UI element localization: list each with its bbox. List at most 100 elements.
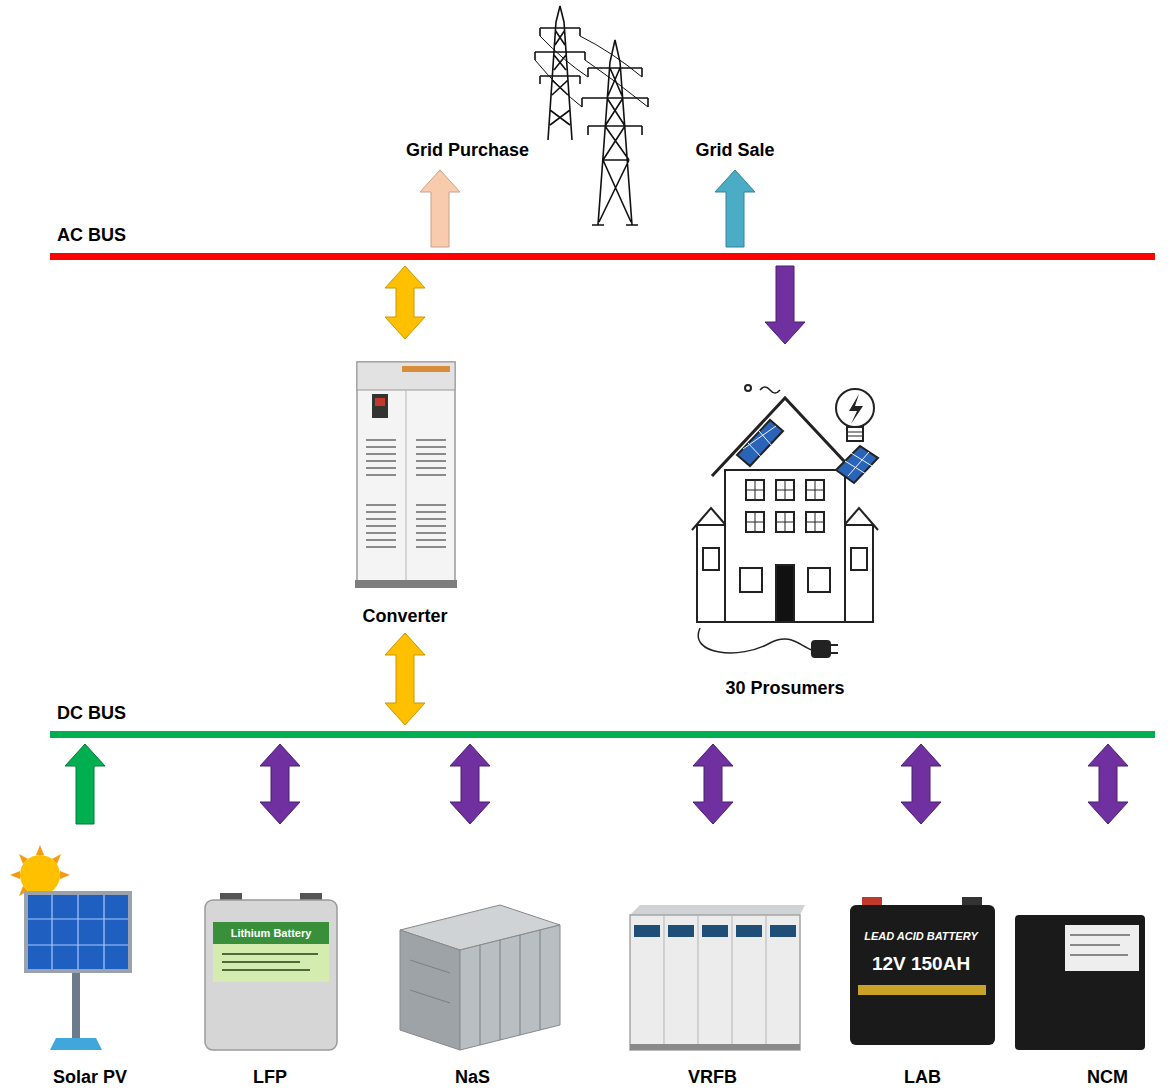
vrfb-battery-icon-part: [630, 1044, 800, 1050]
battery-brand-text: Lithium Battery: [231, 927, 312, 939]
solar-pv-icon-part: [72, 973, 80, 1039]
house-icon-part: [836, 389, 874, 427]
converter-cabinet-part: [357, 362, 455, 390]
power-flow-arrow: [385, 633, 425, 725]
power-flow-arrow: [765, 266, 805, 344]
converter-node: Converter: [340, 345, 470, 627]
solar-pv-node: Solar PV: [20, 830, 160, 1088]
power-flow-arrow: [260, 744, 300, 824]
node-caption: 30 Prosumers: [725, 678, 844, 699]
vrfb-battery-icon-part: [736, 925, 762, 937]
house-icon-part: [740, 568, 762, 592]
house-icon-part: [847, 432, 863, 436]
converter-cabinet-part: [406, 390, 407, 580]
solar-pv-icon-part: [28, 895, 128, 969]
battery-type-text: LEAD ACID BATTERY: [864, 930, 977, 942]
bus-label: AC BUS: [57, 225, 126, 246]
house-icon-part: [847, 427, 863, 441]
house-icon-part: [725, 470, 845, 622]
nas-battery-icon-part: [410, 930, 540, 1045]
converter-cabinet: [355, 362, 457, 588]
house-icon-part: [776, 565, 794, 622]
house-icon: [692, 385, 878, 657]
power-flow-arrow: [693, 744, 733, 824]
power-flow-arrow: [385, 266, 425, 339]
lfp-battery-icon: [205, 893, 337, 1050]
node-caption: Grid Sale: [695, 140, 774, 161]
nas-battery-icon-part: [460, 925, 560, 1050]
lab-battery-icon-part: [858, 985, 986, 995]
ac-bus: AC BUS: [50, 253, 1155, 260]
house-icon-part: [760, 387, 780, 393]
transmission-tower: [535, 6, 648, 225]
vrfb-battery-icon-part: [770, 925, 796, 937]
power-flow-arrow: [715, 170, 755, 247]
bus-label: DC BUS: [57, 703, 126, 724]
house-icon-part: [836, 446, 878, 483]
grid-purchase-label-box: Grid Purchase: [401, 136, 535, 164]
converter-cabinet-part: [372, 394, 388, 418]
nas-battery-icon: [400, 905, 560, 1050]
vrfb-node: VRFB: [625, 830, 800, 1088]
dc-bus: DC BUS: [50, 731, 1155, 738]
vrfb-battery-icon-part: [702, 925, 728, 937]
ncm-node: NCM: [1045, 830, 1170, 1088]
ncm-battery-icon: [1015, 915, 1145, 1050]
transmission-tower-part: [582, 40, 648, 225]
node-caption: LFP: [253, 1067, 287, 1088]
house-icon-part: [845, 525, 873, 622]
house-icon-part: [743, 426, 776, 458]
node-caption: VRFB: [688, 1067, 737, 1088]
house-icon-part: [703, 548, 719, 570]
vrfb-battery-icon-part: [634, 925, 660, 937]
node-caption: Converter: [362, 606, 447, 627]
power-flow-arrow: [65, 744, 105, 824]
solar-pv-icon-part: [20, 855, 60, 895]
label-holder: Lithium Battery: [231, 927, 312, 939]
node-caption: Solar PV: [53, 1067, 127, 1088]
converter-cabinet-part: [402, 366, 450, 372]
transmission-tower-part: [535, 6, 585, 140]
node-caption: NaS: [455, 1067, 490, 1088]
house-icon-part: [697, 525, 725, 622]
lfp-battery-icon-part: [222, 954, 318, 970]
vrfb-battery-icon-part: [630, 905, 805, 915]
house-icon-part: [725, 405, 845, 470]
label-holder: 12V 150AH: [872, 953, 970, 975]
house-icon-part: [808, 568, 830, 592]
converter-cabinet-part: [355, 580, 457, 588]
lab-battery-icon-part: [850, 905, 995, 1045]
house-icon-part: [737, 420, 783, 466]
solar-pv-icon-part: [26, 893, 130, 971]
house-icon-part: [698, 628, 812, 653]
ncm-battery-icon-part: [1065, 925, 1139, 971]
converter-cabinet-part: [357, 362, 455, 584]
ncm-battery-icon-part: [1015, 915, 1145, 1050]
vrfb-battery-icon: [630, 905, 805, 1050]
solar-pv-icon: [10, 845, 130, 1050]
house-icon-part: [845, 452, 872, 476]
nas-node: NaS: [390, 830, 555, 1088]
converter-cabinet-part: [375, 398, 385, 406]
lab-battery-icon: [850, 897, 995, 1045]
node-caption: Grid Purchase: [406, 140, 529, 161]
battery-rating-text: 12V 150AH: [872, 953, 970, 975]
power-flow-arrow: [901, 744, 941, 824]
converter-cabinet-part: [366, 440, 446, 547]
house-icon-part: [851, 548, 867, 570]
transmission-tower-part: [535, 36, 648, 107]
house-icon-part: [849, 394, 863, 424]
house-icon-part: [830, 645, 838, 653]
lfp-battery-icon-part: [213, 922, 329, 944]
house-icon-part: [746, 480, 824, 532]
house-icon-part: [745, 385, 751, 391]
lfp-battery-icon-part: [205, 900, 337, 1050]
house-icon-part: [812, 641, 830, 657]
ncm-battery-icon-part: [1070, 935, 1130, 955]
power-flow-arrow: [450, 744, 490, 824]
lfp-node: LFP: [200, 830, 340, 1088]
vrfb-battery-icon-part: [664, 915, 766, 1050]
